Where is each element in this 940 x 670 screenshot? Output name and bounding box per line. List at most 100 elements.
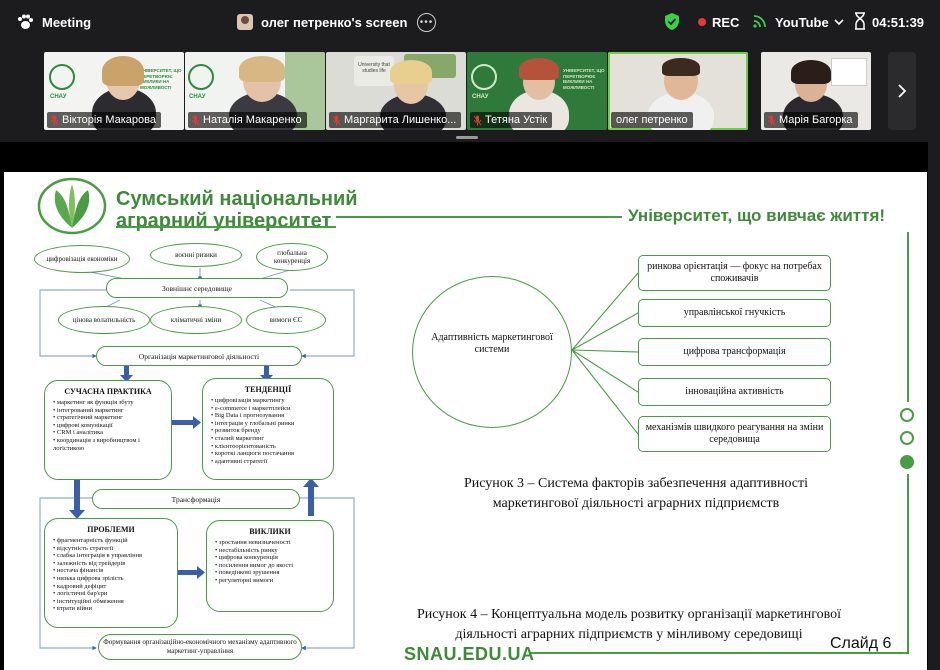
chevron-right-icon	[898, 84, 907, 98]
figure4-caption-line2: діяльності аграрних підприємств у мінлив…	[455, 627, 803, 642]
figure3-caption-line2: маркетингової діяльності аграрних підпри…	[492, 496, 780, 511]
header-underline	[116, 226, 336, 228]
chevron-down-icon	[834, 19, 844, 26]
participant-hair	[102, 56, 144, 86]
participant-tile-active-speaker[interactable]: олег петренко	[608, 52, 748, 130]
figure3-factor: цифрова трансформація	[638, 338, 831, 366]
banner-sign: University that studies life	[354, 56, 394, 86]
figure4-factor-oval: кліматичні зміни	[150, 306, 242, 334]
youtube-stream-menu[interactable]: YouTube	[775, 0, 844, 44]
tile-slogan-text: УНІВЕРСИТЕТ, ЩО ПЕРЕТВОРЮЄ ВИКЛИКИ НА МО…	[140, 68, 182, 90]
next-participants-button[interactable]	[888, 52, 916, 130]
trends-item: клієнтоорієнтованість	[211, 443, 325, 451]
participant-tile[interactable]: СНАУ УНІВЕРСИТЕТ, ЩО ПЕРЕТВОРЮЄ ВИКЛИКИ …	[467, 52, 607, 130]
trends-item: сталий маркетинг	[211, 435, 325, 443]
participant-hair	[239, 56, 285, 82]
trends-item: e-commerce і маркетплейси	[211, 405, 325, 413]
university-motto: Університет, що вивчає життя!	[628, 206, 886, 225]
figure3-caption-line1: Рисунок 3 – Система факторів забезпеченн…	[463, 476, 809, 491]
university-logo-icon	[37, 177, 107, 235]
figure4-mechanism: Формування організаційно-економічного ме…	[98, 634, 302, 660]
trends-item: інтеграція у глобальні ринки	[211, 420, 325, 428]
participant-tile[interactable]: University that studies life Маргарита Л…	[326, 52, 466, 130]
slide-number: Слайд 6	[830, 635, 892, 652]
current-practice-item: стратегічний маркетинг	[53, 414, 163, 422]
figure4-challenges-box: ВИКЛИКИ зростання невизначеності нестабі…	[206, 520, 334, 612]
current-practice-item: CRM і аналітика	[53, 429, 163, 437]
trends-item: Big Data і прогнозування	[211, 412, 325, 420]
tile-logo-text: СНАУ	[472, 94, 489, 100]
meeting-timer: 04:51:39	[872, 14, 925, 30]
mic-muted-icon	[767, 115, 776, 125]
figure4-transformation: Трансформація	[92, 489, 300, 509]
participant-hair	[662, 58, 700, 76]
figure4-caption-line1: Рисунок 4 – Концептуальна модель розвитк…	[416, 607, 841, 622]
figure4-current-practice-box: СУЧАСНА ПРАКТИКА маркетинг як функція зб…	[44, 380, 172, 480]
figure4-external-environment: Зовнішнє середовище	[106, 278, 288, 298]
challenges-item: цифрова конкуренція	[215, 554, 325, 562]
slide-nav-dot-current[interactable]	[900, 455, 914, 469]
rec-label: REC	[712, 14, 740, 30]
challenges-item: регуляторні вимоги	[215, 577, 325, 585]
meeting-title: Meeting	[42, 14, 92, 30]
strip-resize-handle[interactable]	[456, 136, 478, 139]
figure3-factor: механізмів швидкого реагування на зміни …	[638, 416, 831, 452]
participant-name: Маргарита Лишенко...	[344, 114, 457, 126]
wall-frame	[831, 58, 867, 86]
trends-item: розвиток бренду	[211, 427, 325, 435]
cnay-logo-icon	[188, 64, 214, 90]
figure4-factor-oval: вимоги ЄС	[246, 306, 326, 334]
tile-logo-text: СНАУ	[189, 94, 206, 100]
mic-muted-icon	[50, 115, 59, 125]
figure4-trends-box: ТЕНДЕНЦІЇ цифровізація маркетингу e-comm…	[202, 378, 334, 480]
trends-item: короткі ланцюги постачання	[211, 450, 325, 458]
participant-tile[interactable]: СНАУ УНІВЕРСИТЕТ, ЩО ПЕРЕТВОРЮЄ ВИКЛИКИ …	[44, 52, 184, 130]
current-practice-item: маркетинг як функція збуту	[53, 399, 163, 407]
problems-item: фрагментарність функцій	[53, 537, 169, 545]
figure4-caption: Рисунок 4 – Концептуальна модель розвитк…	[384, 605, 874, 645]
recording-indicator[interactable]: REC	[698, 0, 739, 44]
mic-muted-icon	[473, 115, 482, 125]
participant-strip: СНАУ УНІВЕРСИТЕТ, ЩО ПЕРЕТВОРЮЄ ВИКЛИКИ …	[0, 44, 940, 140]
participant-tile[interactable]: СНАУ Наталія Макаренко	[185, 52, 325, 130]
problems-item: інституційні обмеження	[53, 598, 169, 606]
website-label: SNAU.EDU.UA	[404, 644, 535, 664]
current-practice-item: цифрові комунікації	[53, 422, 163, 430]
more-options-icon[interactable]: •••	[417, 13, 436, 32]
participant-name-tag: олег петренко	[611, 112, 693, 128]
participant-hair	[390, 60, 432, 84]
participant-name: Тетяна Устік	[485, 114, 548, 126]
problems-item: залежність від трейдерів	[53, 560, 169, 568]
figure4-factor-oval: глобальна конкуренція	[256, 243, 328, 271]
slide-nav-dot[interactable]	[900, 431, 914, 445]
right-border-line	[907, 232, 909, 402]
cnay-logo-icon	[471, 64, 497, 90]
slide-nav-dot[interactable]	[900, 408, 914, 422]
challenges-item: посилення вимог до якості	[215, 562, 325, 570]
figure3-center-label: Адаптивність маркетингової системи	[431, 332, 553, 355]
paw-icon	[18, 14, 33, 29]
challenges-item: нестабільність ринку	[215, 547, 325, 555]
figure4-factor-oval: воєнні ризики	[150, 243, 242, 267]
right-border-line-lower	[907, 474, 909, 652]
participant-name-tag: Маргарита Лишенко...	[329, 112, 462, 128]
figure4-organization: Організація маркетингової діяльності	[96, 346, 302, 366]
top-bar: Meeting олег петренко's screen ••• REC Y…	[0, 0, 940, 44]
cnay-logo-icon	[49, 64, 75, 90]
problems-item: слабка інтеграція в управління	[53, 552, 169, 560]
footer-line	[530, 652, 909, 654]
problems-title: ПРОБЛЕМИ	[87, 525, 135, 534]
figure3-center-circle	[412, 276, 572, 428]
figure3-factor: інноваційна активність	[638, 378, 831, 406]
screen-share-indicator[interactable]: олег петренко's screen	[237, 0, 407, 44]
problems-item: відсутність стратегії	[53, 545, 169, 553]
problems-item: втрати війни	[53, 605, 169, 613]
shield-check-icon[interactable]	[664, 12, 680, 31]
problems-item: нестача фінансів	[53, 567, 169, 575]
participant-name: Марія Багорка	[779, 114, 853, 126]
trends-item: цифровізація маркетингу	[211, 397, 325, 405]
figure4-problems-box: ПРОБЛЕМИ фрагментарність функцій відсутн…	[44, 518, 178, 628]
share-label: олег петренко's screen	[261, 14, 408, 30]
participant-tile[interactable]: Марія Багорка	[761, 52, 871, 130]
